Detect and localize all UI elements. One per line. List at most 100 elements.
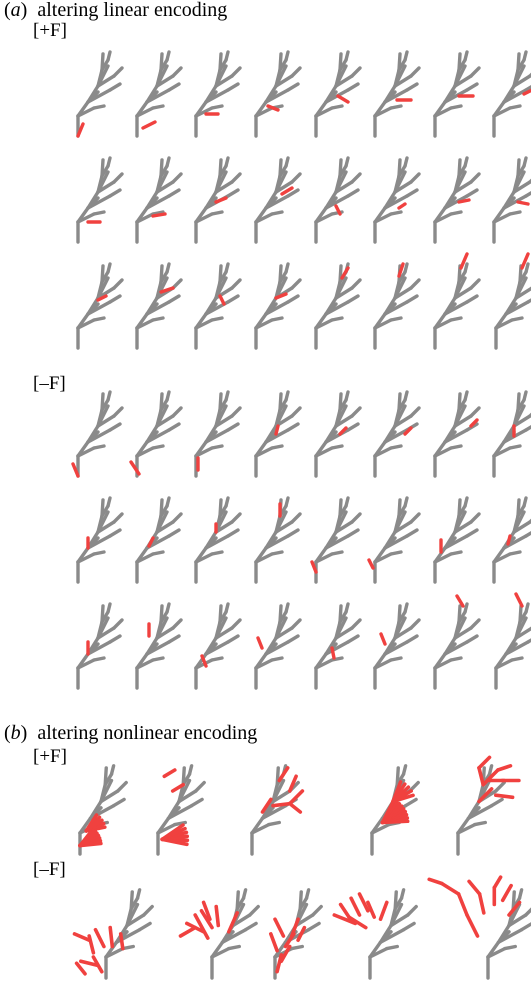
highlight-branch <box>455 594 465 608</box>
tree-branch <box>204 536 218 550</box>
tree-branch <box>512 170 526 194</box>
tree-branch <box>518 270 528 284</box>
highlight-branch <box>218 294 226 306</box>
tree-branch <box>230 618 242 630</box>
tree-a-0-7 <box>492 50 531 138</box>
tree-branch <box>278 398 288 412</box>
tree-branch <box>314 552 334 564</box>
tree-branch <box>284 602 290 614</box>
tree-branch <box>214 170 228 194</box>
tree-branch <box>230 278 242 290</box>
tree-branch <box>226 188 240 198</box>
tree-branch <box>486 946 507 959</box>
tree-branch <box>278 610 288 624</box>
tree-branch <box>524 85 531 92</box>
tree-branch <box>76 106 96 118</box>
highlight-branch <box>108 925 115 949</box>
tree-branch <box>522 496 528 508</box>
tree-branch <box>403 496 409 508</box>
tree-branch <box>469 66 481 78</box>
tree-branch <box>290 66 302 78</box>
tree-branch <box>155 616 169 640</box>
tree-branch <box>383 536 397 550</box>
highlight-branch <box>492 875 503 890</box>
tree-branch <box>210 550 224 556</box>
tree-branch <box>314 318 334 330</box>
tree-branch <box>230 406 242 418</box>
tree-branch <box>271 789 292 804</box>
highlight-branch <box>93 927 106 949</box>
tree-branch <box>108 82 122 92</box>
highlight-branch <box>84 813 99 833</box>
tree-branch <box>350 512 362 524</box>
tree-branch <box>492 446 512 458</box>
tree-branch <box>393 276 407 300</box>
tree-a-5-3 <box>254 602 302 690</box>
tree-branch <box>151 550 165 556</box>
tree-branch <box>338 504 348 518</box>
tree-branch <box>226 634 240 644</box>
tree-branch <box>204 302 218 316</box>
tree-a-4-5 <box>367 496 421 584</box>
tree-branch <box>210 656 224 662</box>
tree-branch <box>383 196 397 210</box>
tree-branch <box>433 106 453 118</box>
highlight-branch <box>332 913 358 926</box>
tree-a-0-2 <box>194 50 242 138</box>
tree-branch <box>284 156 290 168</box>
tree-branch <box>145 302 159 316</box>
highlight-branch <box>338 426 348 436</box>
highlight-branch <box>477 766 486 787</box>
tree-branch <box>226 422 240 432</box>
tree-branch <box>314 106 334 118</box>
tree-branch <box>457 58 467 72</box>
tree-branch <box>456 822 477 835</box>
tree-branch <box>504 642 518 656</box>
tree-branch <box>112 278 124 290</box>
tree-branch <box>492 552 512 564</box>
tree-branch <box>159 270 169 284</box>
tree-branch <box>100 270 110 284</box>
tree-branch <box>338 610 348 624</box>
highlight-branch <box>467 879 482 896</box>
tree-branch <box>290 172 302 184</box>
tree-branch <box>286 188 300 198</box>
tree-branch <box>298 896 309 911</box>
tree-branch <box>159 164 169 178</box>
tree-branch <box>155 276 169 300</box>
tree-branch <box>463 156 469 168</box>
tree-branch <box>346 422 360 432</box>
tree-branch <box>92 210 106 216</box>
tree-a-5-5 <box>373 602 421 690</box>
tree-branch <box>181 772 192 787</box>
tree-branch <box>524 531 531 538</box>
tree-branch <box>397 504 407 518</box>
highlight-branch <box>260 797 273 814</box>
tree-branch <box>274 616 288 640</box>
tree-branch <box>177 789 198 804</box>
tree-b-minus-2 <box>268 888 323 980</box>
tree-b-minus-0 <box>72 888 154 980</box>
tree-branch <box>443 196 457 210</box>
tree-a-0-1 <box>135 50 183 138</box>
tree-branch <box>502 196 516 210</box>
tree-a-0-5 <box>373 50 421 138</box>
tree-branch <box>510 656 524 662</box>
tree-branch <box>403 156 409 168</box>
tree-branch <box>514 616 528 640</box>
tree-branch <box>306 921 321 932</box>
tree-a-0-3 <box>254 50 302 138</box>
tree-branch <box>171 512 183 524</box>
tree-branch <box>469 512 481 524</box>
highlight-branch <box>427 877 444 886</box>
tree-branch <box>151 104 165 110</box>
tree-branch <box>286 82 300 92</box>
tree-branch <box>465 294 479 304</box>
tree-branch <box>524 907 531 917</box>
tree-branch <box>159 504 169 518</box>
highlight-branch <box>266 104 280 112</box>
tree-branch <box>116 780 128 793</box>
tree-branch <box>76 212 96 224</box>
tree-branch <box>463 390 469 402</box>
tree-a-3-4 <box>314 390 362 478</box>
